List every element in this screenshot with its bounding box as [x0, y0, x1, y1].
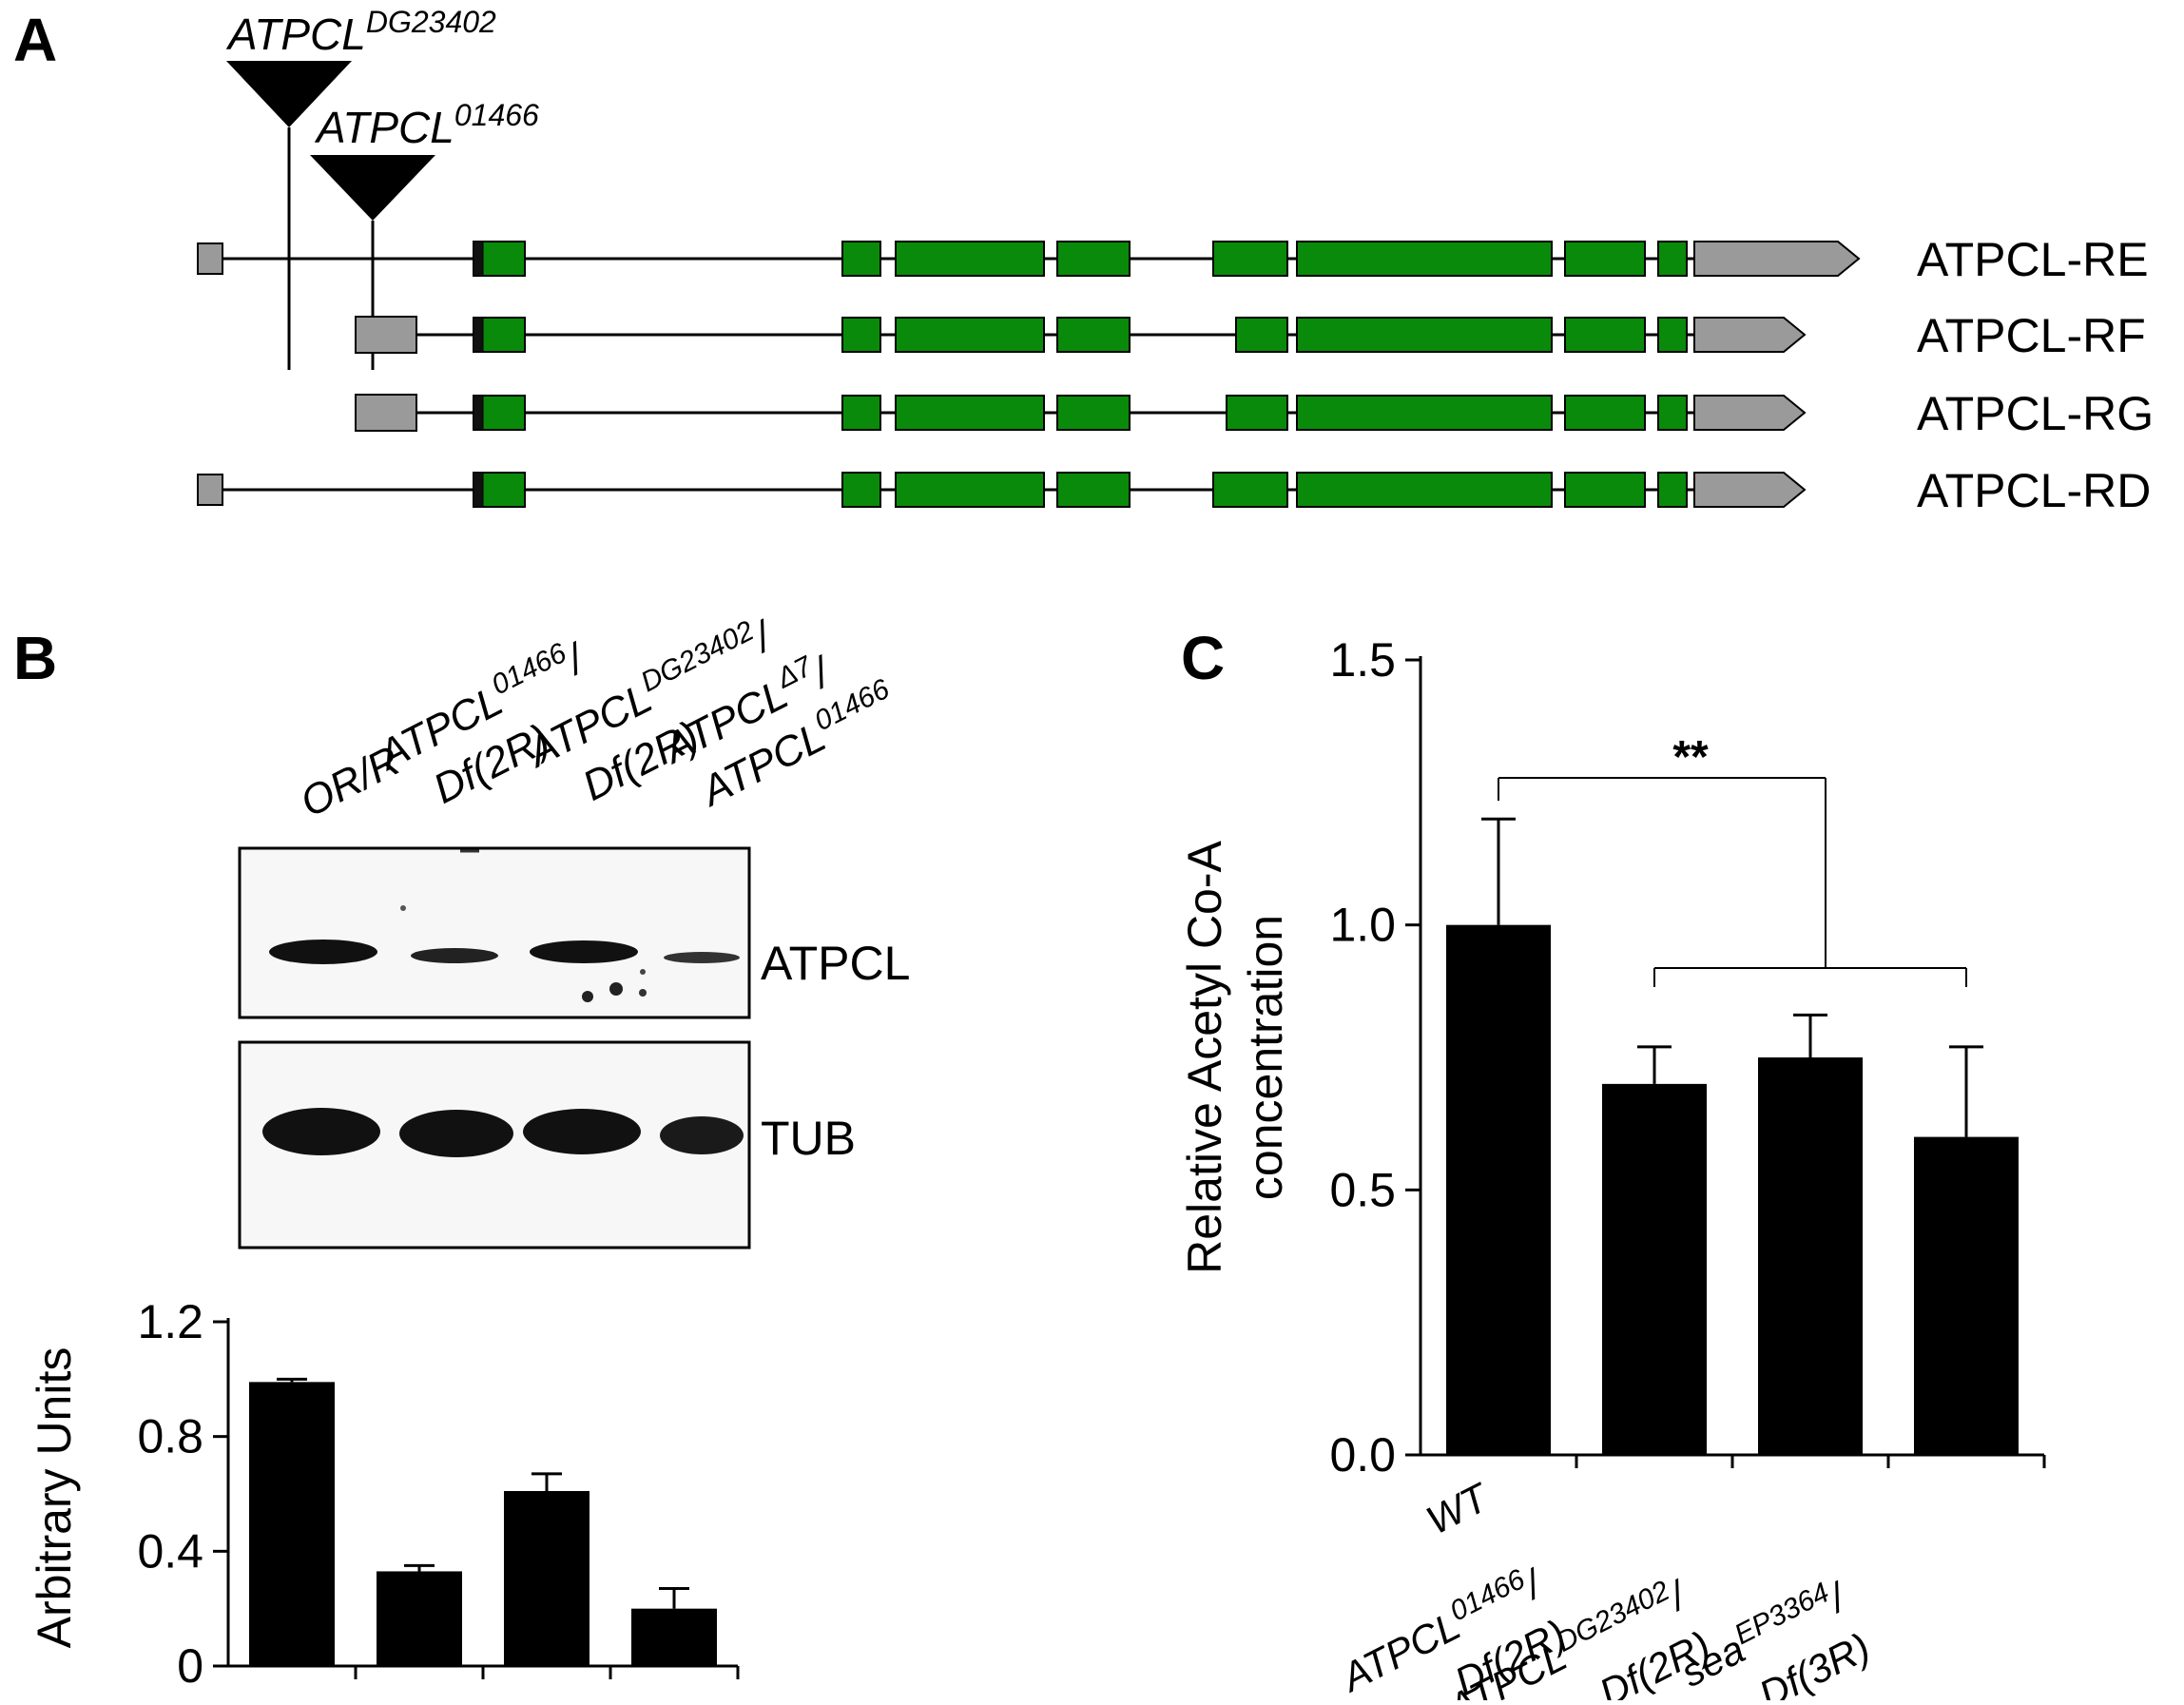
y-tick-label: 0.0 [1329, 1428, 1396, 1482]
x-label-name: WT [1420, 1474, 1498, 1543]
transcript-label: ATPCL-RF [1917, 309, 2146, 362]
transcript-models: ATPCL-RE ATPCL-RF ATPCL-RG ATPCL-RD [197, 233, 2154, 517]
transcript-label: ATPCL-RG [1917, 387, 2154, 440]
x-category-label: WT [1420, 1474, 1498, 1543]
coding-exon [841, 472, 881, 508]
coding-exon [841, 395, 881, 431]
coding-exon [895, 395, 1045, 431]
x-label-sup: EP3364 [1730, 1577, 1834, 1651]
coding-exon [1212, 241, 1288, 277]
y-axis-label: concentration [1239, 915, 1292, 1200]
y-axis-label: Relative Acetyl Co-A [1178, 840, 1231, 1273]
panel-a: A ATPCLDG23402 ATPCL01466 ATPCL-REATPCL-… [13, 5, 2154, 517]
coding-exon [1296, 241, 1553, 277]
panel-letter-b: B [13, 624, 57, 692]
coding-exon [1657, 395, 1688, 431]
bar [1602, 1083, 1707, 1455]
insertion-01466: ATPCL01466 [310, 98, 539, 370]
coding-exon [1056, 472, 1131, 508]
insertion-label-01466: ATPCL01466 [314, 98, 539, 152]
insertion-triangle-icon [226, 61, 352, 127]
coding-exon [841, 241, 881, 277]
transcript-atpcl-rd: ATPCL-RD [197, 464, 2151, 517]
coding-exon [841, 317, 881, 353]
bar [631, 1608, 717, 1666]
insertion-dg23402: ATPCLDG23402 [225, 5, 496, 370]
coding-exon [1235, 317, 1288, 353]
bar [249, 1382, 335, 1666]
utr3-arrow-icon [1693, 241, 1861, 277]
start-codon-region [473, 241, 484, 277]
blot-atpcl [238, 846, 751, 1019]
coding-exon [895, 241, 1045, 277]
bar [504, 1490, 589, 1666]
x-label-line1: WT [1420, 1474, 1498, 1543]
coding-exon [895, 472, 1045, 508]
y-tick-label: 0 [177, 1639, 203, 1693]
bar [1758, 1057, 1863, 1455]
coding-exon [1226, 395, 1288, 431]
utr5-exon [197, 474, 223, 506]
coding-exon [1056, 317, 1131, 353]
y-tick-label: 0.4 [137, 1524, 203, 1578]
start-codon-region [473, 472, 484, 508]
utr5-exon [355, 394, 417, 432]
insertion-triangle-icon [310, 155, 435, 221]
bar [1914, 1136, 2019, 1455]
transcript-label: ATPCL-RD [1917, 464, 2151, 517]
transcript-atpcl-rf: ATPCL-RF [355, 309, 2146, 362]
coding-exon [1657, 317, 1688, 353]
transcript-label: ATPCL-RE [1917, 233, 2149, 286]
start-codon-region [473, 317, 484, 353]
y-axis-label: Arbitrary Units [28, 1347, 81, 1649]
bar [377, 1571, 462, 1666]
panel-letter-a: A [13, 6, 57, 74]
y-tick-label: 1.5 [1329, 633, 1396, 687]
coding-exon [1564, 472, 1646, 508]
panel-b: B OR/R ATPCL01466/ Df(2R) ATPCLDG23402/ … [13, 612, 910, 1693]
significance-marker: ** [1672, 732, 1709, 783]
coding-exon [1056, 395, 1131, 431]
x-category-label: seaEP3364/Df(3R) [1674, 1573, 1878, 1705]
utr3-arrow-icon [1693, 317, 1807, 353]
blot-label-atpcl: ATPCL [761, 937, 910, 990]
y-tick-label: 1.0 [1329, 899, 1396, 952]
coding-exon [1657, 241, 1688, 277]
coding-exon [1296, 317, 1553, 353]
coding-exon [1296, 472, 1553, 508]
blot-label-tub: TUB [761, 1112, 856, 1165]
y-tick-label: 1.2 [137, 1295, 203, 1348]
coding-exon [1564, 241, 1646, 277]
coding-exon [1564, 317, 1646, 353]
x-label-name: ATPCL [1332, 1603, 1467, 1700]
coding-exon [1212, 472, 1288, 508]
x-label-sup: 01466 [1445, 1563, 1531, 1627]
y-tick-label: 0.5 [1329, 1163, 1396, 1216]
transcript-atpcl-rg: ATPCL-RG [355, 387, 2154, 440]
coding-exon [1296, 395, 1553, 431]
utr5-exon [197, 242, 223, 275]
bar [1446, 924, 1551, 1455]
coding-exon [895, 317, 1045, 353]
utr3-arrow-icon [1693, 395, 1807, 431]
insertion-label-dg23402: ATPCLDG23402 [225, 5, 496, 59]
y-tick-label: 0.8 [137, 1410, 203, 1463]
lane-labels: OR/R ATPCL01466/ Df(2R) ATPCLDG23402/ Df… [293, 612, 895, 826]
panel-letter-c: C [1181, 624, 1225, 692]
blot-tub [238, 1040, 751, 1250]
coding-exon [1564, 395, 1646, 431]
utr3-arrow-icon [1693, 472, 1807, 508]
start-codon-region [473, 395, 484, 431]
transcript-atpcl-re: ATPCL-RE [197, 233, 2149, 286]
coding-exon [1657, 472, 1688, 508]
utr5-exon [355, 316, 417, 354]
coding-exon [1056, 241, 1131, 277]
